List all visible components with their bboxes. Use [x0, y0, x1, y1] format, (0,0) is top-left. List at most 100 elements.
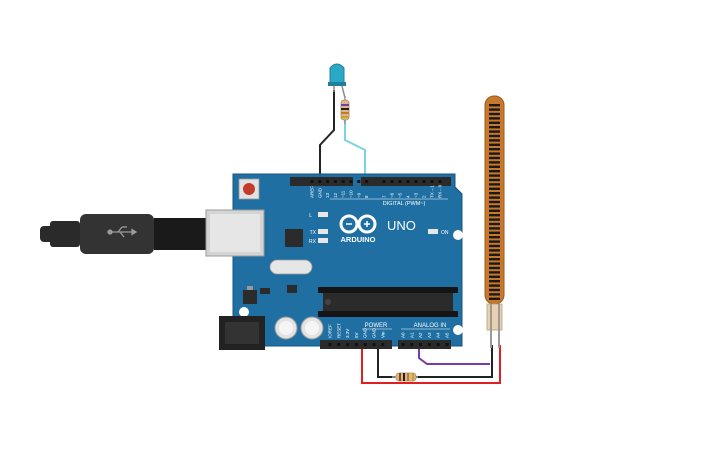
flex-stripe	[489, 249, 500, 252]
digital-pin-label: 7	[382, 195, 387, 198]
digital-pin-hole[interactable]	[357, 180, 361, 183]
wire-a0-purple[interactable]	[418, 345, 490, 365]
flex-stripe	[489, 288, 500, 292]
reset-button[interactable]	[238, 178, 260, 200]
flex-stripe	[489, 112, 500, 116]
power-pin-label: 3.3V	[345, 329, 350, 338]
pulldown-resistor[interactable]	[392, 372, 418, 382]
flex-stripe	[489, 117, 500, 120]
led-rx	[318, 238, 328, 243]
flex-stripe	[489, 148, 500, 151]
analog-pin-label: A3	[427, 332, 432, 338]
wire-5v-red[interactable]	[361, 345, 501, 384]
digital-pin-label: 8	[364, 195, 369, 198]
digital-pin-label: 4	[406, 195, 411, 198]
power-pin-label: RESET	[336, 323, 341, 338]
digital-pin-hole[interactable]	[398, 180, 402, 183]
wire-gnd-black[interactable]	[377, 345, 395, 378]
flex-stripe	[489, 266, 500, 270]
digital-header[interactable]	[290, 177, 451, 186]
led-resistor[interactable]	[340, 96, 350, 124]
power-pin-label: GND	[363, 327, 368, 338]
flex-stripe	[489, 297, 500, 300]
power-pin-label: Vin	[380, 331, 385, 338]
flex-sensor-stripes	[489, 104, 500, 300]
led[interactable]	[328, 63, 346, 99]
mounting-hole	[453, 230, 463, 240]
digital-pin-hole[interactable]	[341, 180, 345, 183]
wire-resistor-flex[interactable]	[415, 345, 493, 378]
digital-pin-hole[interactable]	[349, 180, 353, 183]
flex-stripe	[489, 284, 500, 287]
digital-pin-hole[interactable]	[318, 180, 322, 183]
flex-stripe	[489, 178, 500, 182]
flex-sensor[interactable]	[484, 95, 505, 348]
digital-pin-label: ~11	[341, 190, 346, 198]
digital-pin-hole[interactable]	[310, 180, 314, 183]
flex-stripe	[489, 143, 500, 146]
analog-pin-hole[interactable]	[436, 343, 440, 346]
digital-pin-hole[interactable]	[326, 180, 330, 183]
flex-stripe	[489, 209, 500, 212]
digital-header-label: DIGITAL (PWM~)	[383, 201, 426, 207]
analog-pin-hole[interactable]	[445, 343, 449, 346]
led-label-l: L	[309, 213, 312, 219]
flex-stripe	[489, 205, 500, 208]
flex-stripe	[489, 170, 500, 173]
wire-led-pin9[interactable]	[344, 120, 366, 182]
flex-stripe	[489, 218, 500, 221]
flex-stripe	[489, 192, 500, 195]
digital-pin-label: AREF	[310, 186, 315, 198]
power-pin-hole[interactable]	[381, 343, 385, 346]
analog-pin-hole[interactable]	[419, 343, 423, 346]
digital-pin-hole[interactable]	[365, 180, 369, 183]
digital-pin-label: ~9	[356, 192, 361, 198]
analog-pin-hole[interactable]	[427, 343, 431, 346]
atmega-chip	[318, 287, 458, 317]
power-pin-hole[interactable]	[337, 343, 341, 346]
analog-header[interactable]	[398, 340, 451, 349]
digital-pin-hole[interactable]	[390, 180, 394, 183]
digital-pin-label: 13	[325, 192, 330, 198]
crystal	[269, 259, 313, 275]
flex-stripe	[489, 280, 500, 283]
digital-pin-hole[interactable]	[438, 180, 442, 183]
led-l	[318, 212, 328, 217]
digital-pin-label: ~3	[414, 192, 419, 198]
analog-pin-hole[interactable]	[401, 343, 405, 346]
digital-pin-hole[interactable]	[382, 180, 386, 183]
flex-stripe	[489, 231, 500, 234]
digital-pin-hole[interactable]	[333, 180, 337, 183]
digital-pin-hole[interactable]	[430, 180, 434, 183]
voltage-regulator	[243, 286, 270, 304]
power-pin-hole[interactable]	[346, 343, 350, 346]
power-pin-hole[interactable]	[372, 343, 376, 346]
power-pin-hole[interactable]	[363, 343, 367, 346]
flex-stripe	[489, 152, 500, 155]
led-label-on: ON	[441, 230, 449, 236]
led-label-rx: RX	[309, 239, 317, 245]
power-pin-hole[interactable]	[328, 343, 332, 346]
digital-pin-hole[interactable]	[422, 180, 426, 183]
flex-stripe	[489, 222, 500, 226]
wire-led-gnd[interactable]	[319, 90, 335, 182]
usb-chip	[285, 229, 303, 247]
flex-stripe	[489, 183, 500, 186]
capacitor	[300, 316, 324, 340]
flex-stripe	[489, 104, 500, 107]
flex-stripe	[489, 214, 500, 217]
power-pin-label: GND	[372, 327, 377, 338]
led-tx	[318, 229, 328, 234]
power-pin-label: IOREF	[328, 324, 333, 338]
power-header-label: POWER	[365, 323, 388, 329]
digital-pin-label: TX→1	[430, 185, 435, 198]
analog-pin-hole[interactable]	[410, 343, 414, 346]
digital-pin-hole[interactable]	[406, 180, 410, 183]
power-pin-hole[interactable]	[354, 343, 358, 346]
flex-stripe	[489, 293, 500, 296]
wires	[319, 90, 501, 384]
digital-pin-hole[interactable]	[414, 180, 418, 183]
